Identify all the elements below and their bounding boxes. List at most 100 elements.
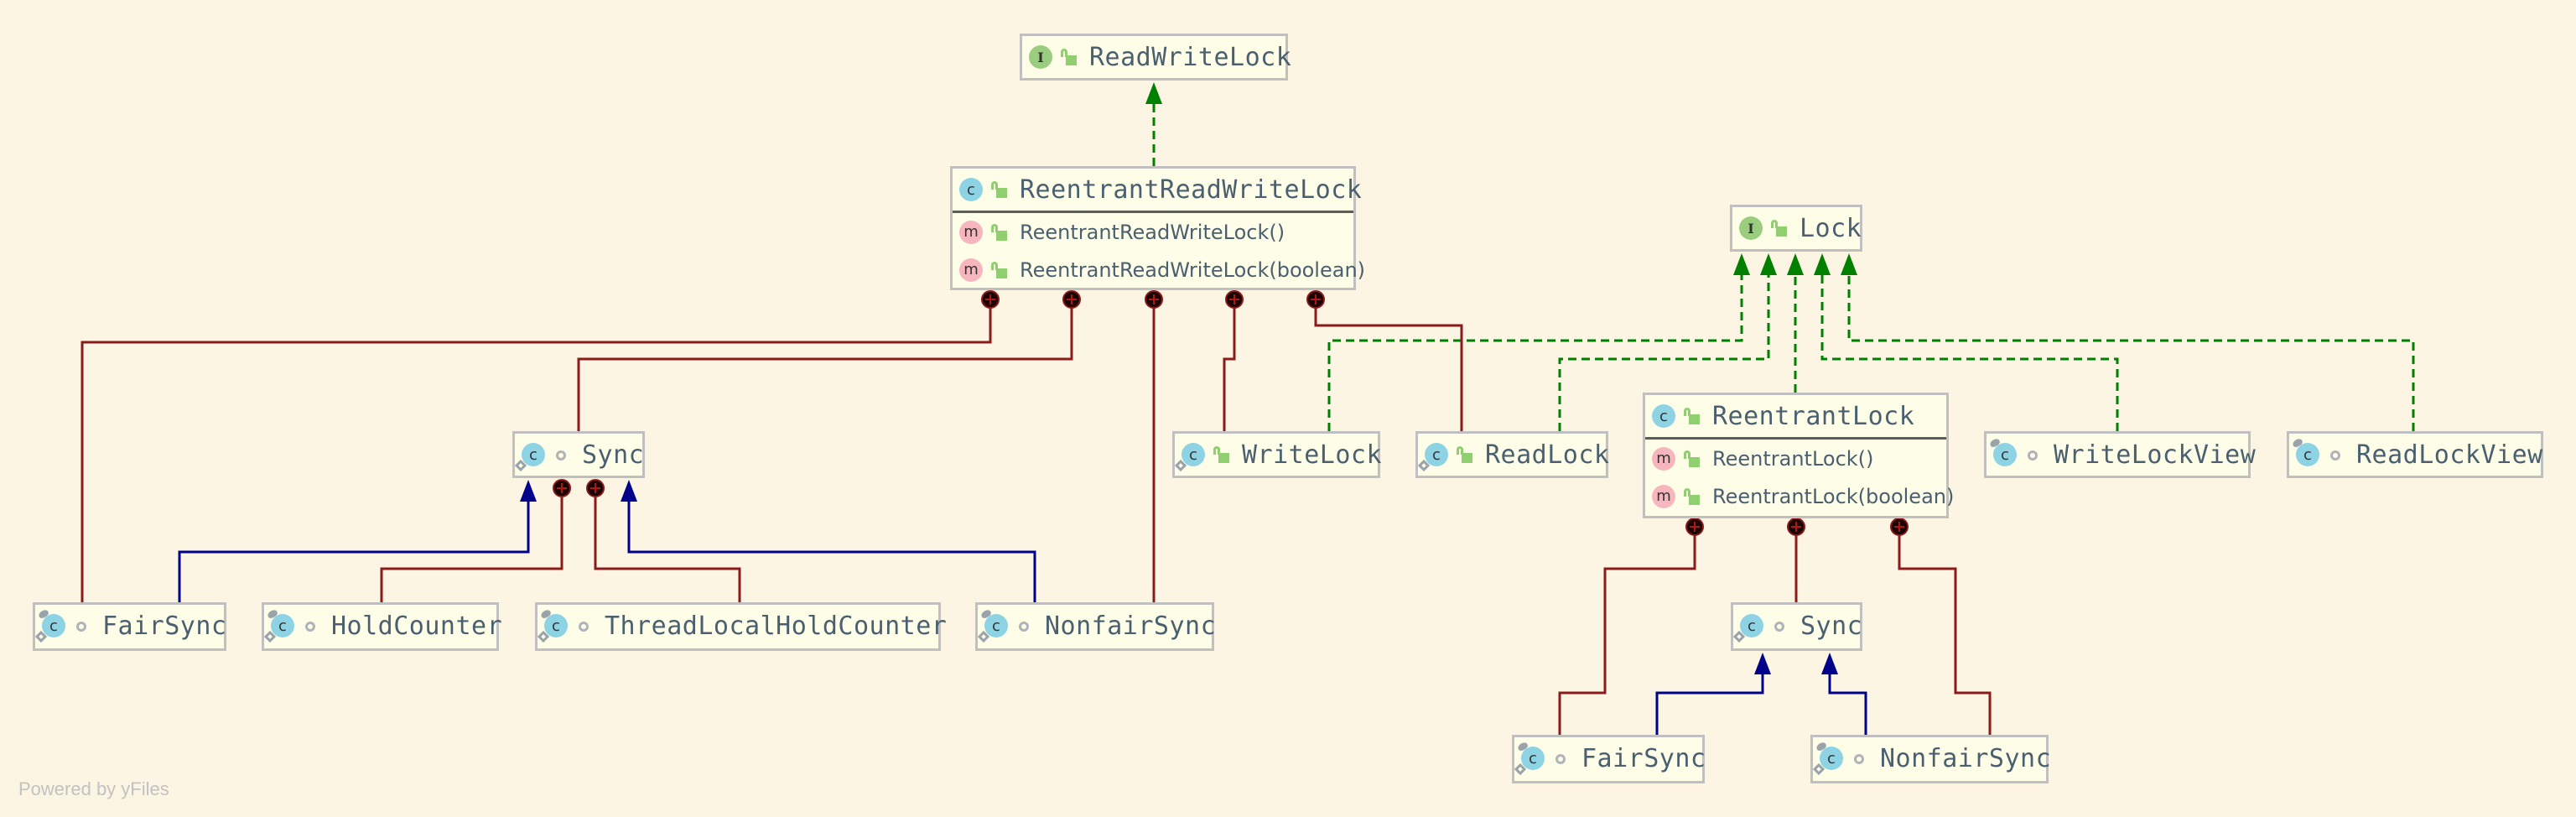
inner-class-edge[interactable] xyxy=(1314,300,1463,431)
node-nonfairsync-left[interactable]: c NonfairSync xyxy=(975,602,1217,651)
public-visibility-icon xyxy=(1455,445,1473,464)
final-class-icon: c xyxy=(1988,437,2017,466)
extends-arrow-icon xyxy=(1754,653,1771,674)
member-label: ReentrantReadWriteLock() xyxy=(1020,220,1285,244)
implements-edge[interactable] xyxy=(1847,275,2415,431)
static-final-class-icon: c xyxy=(977,608,1008,643)
node-label: ReentrantReadWriteLock xyxy=(1020,174,1363,205)
inner-class-edge[interactable] xyxy=(594,488,741,602)
implements-arrow-icon xyxy=(1787,253,1804,275)
member-row[interactable]: m ReentrantReadWriteLock() xyxy=(953,213,1353,251)
extends-arrow-icon xyxy=(520,480,537,502)
node-label: FairSync xyxy=(1581,743,1706,773)
extends-edge[interactable] xyxy=(1655,674,1764,735)
implements-edge[interactable] xyxy=(1558,275,1770,431)
package-visibility-icon xyxy=(301,617,319,635)
inner-class-edge[interactable] xyxy=(1558,527,1696,735)
public-visibility-icon xyxy=(1059,48,1078,66)
interface-icon: I xyxy=(1029,45,1052,69)
inner-class-cross-icon xyxy=(1149,294,1159,304)
package-visibility-icon xyxy=(1015,617,1033,635)
inner-class-cross-icon xyxy=(1229,294,1239,304)
node-readlockview[interactable]: c ReadLockView xyxy=(2287,431,2543,478)
public-visibility-icon xyxy=(1682,407,1701,425)
static-final-class-icon: c xyxy=(34,608,65,643)
final-class-icon: c xyxy=(2291,437,2319,466)
node-sync-left[interactable]: c Sync xyxy=(512,431,645,478)
static-final-class-icon: c xyxy=(537,608,568,643)
extends-edge[interactable] xyxy=(1828,674,1867,735)
extends-arrow-icon xyxy=(621,480,637,502)
inner-class-edge[interactable] xyxy=(1898,527,1992,735)
node-label: NonfairSync xyxy=(1880,743,2052,773)
node-sync-right[interactable]: c Sync xyxy=(1731,602,1862,651)
member-row[interactable]: m ReentrantLock() xyxy=(1645,440,1946,477)
implements-edge[interactable] xyxy=(1327,275,1743,431)
member-label: ReentrantReadWriteLock(boolean) xyxy=(1020,258,1366,282)
node-label: NonfairSync xyxy=(1045,611,1217,641)
package-visibility-icon xyxy=(72,617,91,635)
node-writelockview[interactable]: c WriteLockView xyxy=(1984,431,2256,478)
abstract-class-icon: c xyxy=(514,443,545,472)
public-visibility-icon xyxy=(1212,445,1230,464)
package-visibility-icon xyxy=(1850,749,1868,768)
public-visibility-icon xyxy=(989,180,1008,199)
node-reentrantlock[interactable]: c ReentrantLock m ReentrantLock() m Reen… xyxy=(1643,393,1954,518)
node-label: ReadLock xyxy=(1485,440,1610,470)
inner-class-cross-icon xyxy=(1791,522,1801,532)
method-icon: m xyxy=(1652,484,1675,508)
implements-edge[interactable] xyxy=(1820,275,2119,431)
public-visibility-icon xyxy=(989,223,1008,242)
node-label: FairSync xyxy=(102,611,227,641)
static-class-icon: c xyxy=(1417,443,1448,472)
implements-arrow-icon xyxy=(1814,253,1831,275)
node-fairsync-right[interactable]: c FairSync xyxy=(1512,735,1706,783)
node-label: Lock xyxy=(1800,213,1862,243)
package-visibility-icon xyxy=(1770,617,1789,635)
inner-class-cross-icon xyxy=(985,294,995,304)
inner-class-edge[interactable] xyxy=(380,488,564,602)
member-label: ReentrantLock() xyxy=(1712,446,1874,471)
method-icon: m xyxy=(959,258,983,282)
node-holdcounter[interactable]: c HoldCounter xyxy=(262,602,503,651)
inner-class-cross-icon xyxy=(557,483,567,493)
node-writelock[interactable]: c WriteLock xyxy=(1172,431,1383,478)
powered-by-yfiles: Powered by yFiles xyxy=(18,778,169,799)
package-visibility-icon xyxy=(2326,445,2345,464)
node-readlock[interactable]: c ReadLock xyxy=(1415,431,1610,478)
abstract-class-icon: c xyxy=(1732,614,1763,643)
inner-class-cross-icon xyxy=(1067,294,1077,304)
node-fairsync-left[interactable]: c FairSync xyxy=(33,602,226,651)
node-reentrantreadwritelock[interactable]: c ReentrantReadWriteLock m ReentrantRead… xyxy=(950,166,1365,290)
node-label: ReadLockView xyxy=(2356,440,2543,470)
member-row[interactable]: m ReentrantLock(boolean) xyxy=(1645,477,1954,515)
static-class-icon: c xyxy=(1174,443,1205,472)
inner-class-cross-icon xyxy=(1894,522,1904,532)
inner-class-cross-icon xyxy=(1690,522,1700,532)
node-label: WriteLockView xyxy=(2054,440,2257,470)
node-readwritelock[interactable]: I ReadWriteLock xyxy=(1020,34,1291,81)
node-label: WriteLock xyxy=(1242,440,1383,470)
package-visibility-icon xyxy=(552,445,570,464)
static-final-class-icon: c xyxy=(1812,741,1843,776)
inner-class-edge[interactable] xyxy=(577,300,1073,431)
extends-edge[interactable] xyxy=(178,502,530,602)
public-visibility-icon xyxy=(1682,487,1701,506)
node-label: Sync xyxy=(582,440,645,470)
member-label: ReentrantLock(boolean) xyxy=(1712,484,1955,508)
node-nonfairsync-right[interactable]: c NonfairSync xyxy=(1810,735,2052,783)
inner-class-cross-icon xyxy=(1311,294,1321,304)
interface-icon: I xyxy=(1739,216,1763,240)
node-threadlocalholdcounter[interactable]: c ThreadLocalHoldCounter xyxy=(535,602,947,651)
member-row[interactable]: m ReentrantReadWriteLock(boolean) xyxy=(953,251,1365,289)
node-lock[interactable]: I Lock xyxy=(1730,205,1862,252)
class-icon: c xyxy=(1652,404,1675,428)
public-visibility-icon xyxy=(989,261,1008,279)
node-label: HoldCounter xyxy=(331,611,503,641)
inner-class-edge[interactable] xyxy=(1223,300,1236,431)
implements-arrow-icon xyxy=(1841,253,1857,275)
inner-class-edge[interactable] xyxy=(80,300,992,602)
package-visibility-icon xyxy=(1551,749,1570,768)
public-visibility-icon xyxy=(1769,219,1788,237)
extends-edge[interactable] xyxy=(627,502,1036,602)
